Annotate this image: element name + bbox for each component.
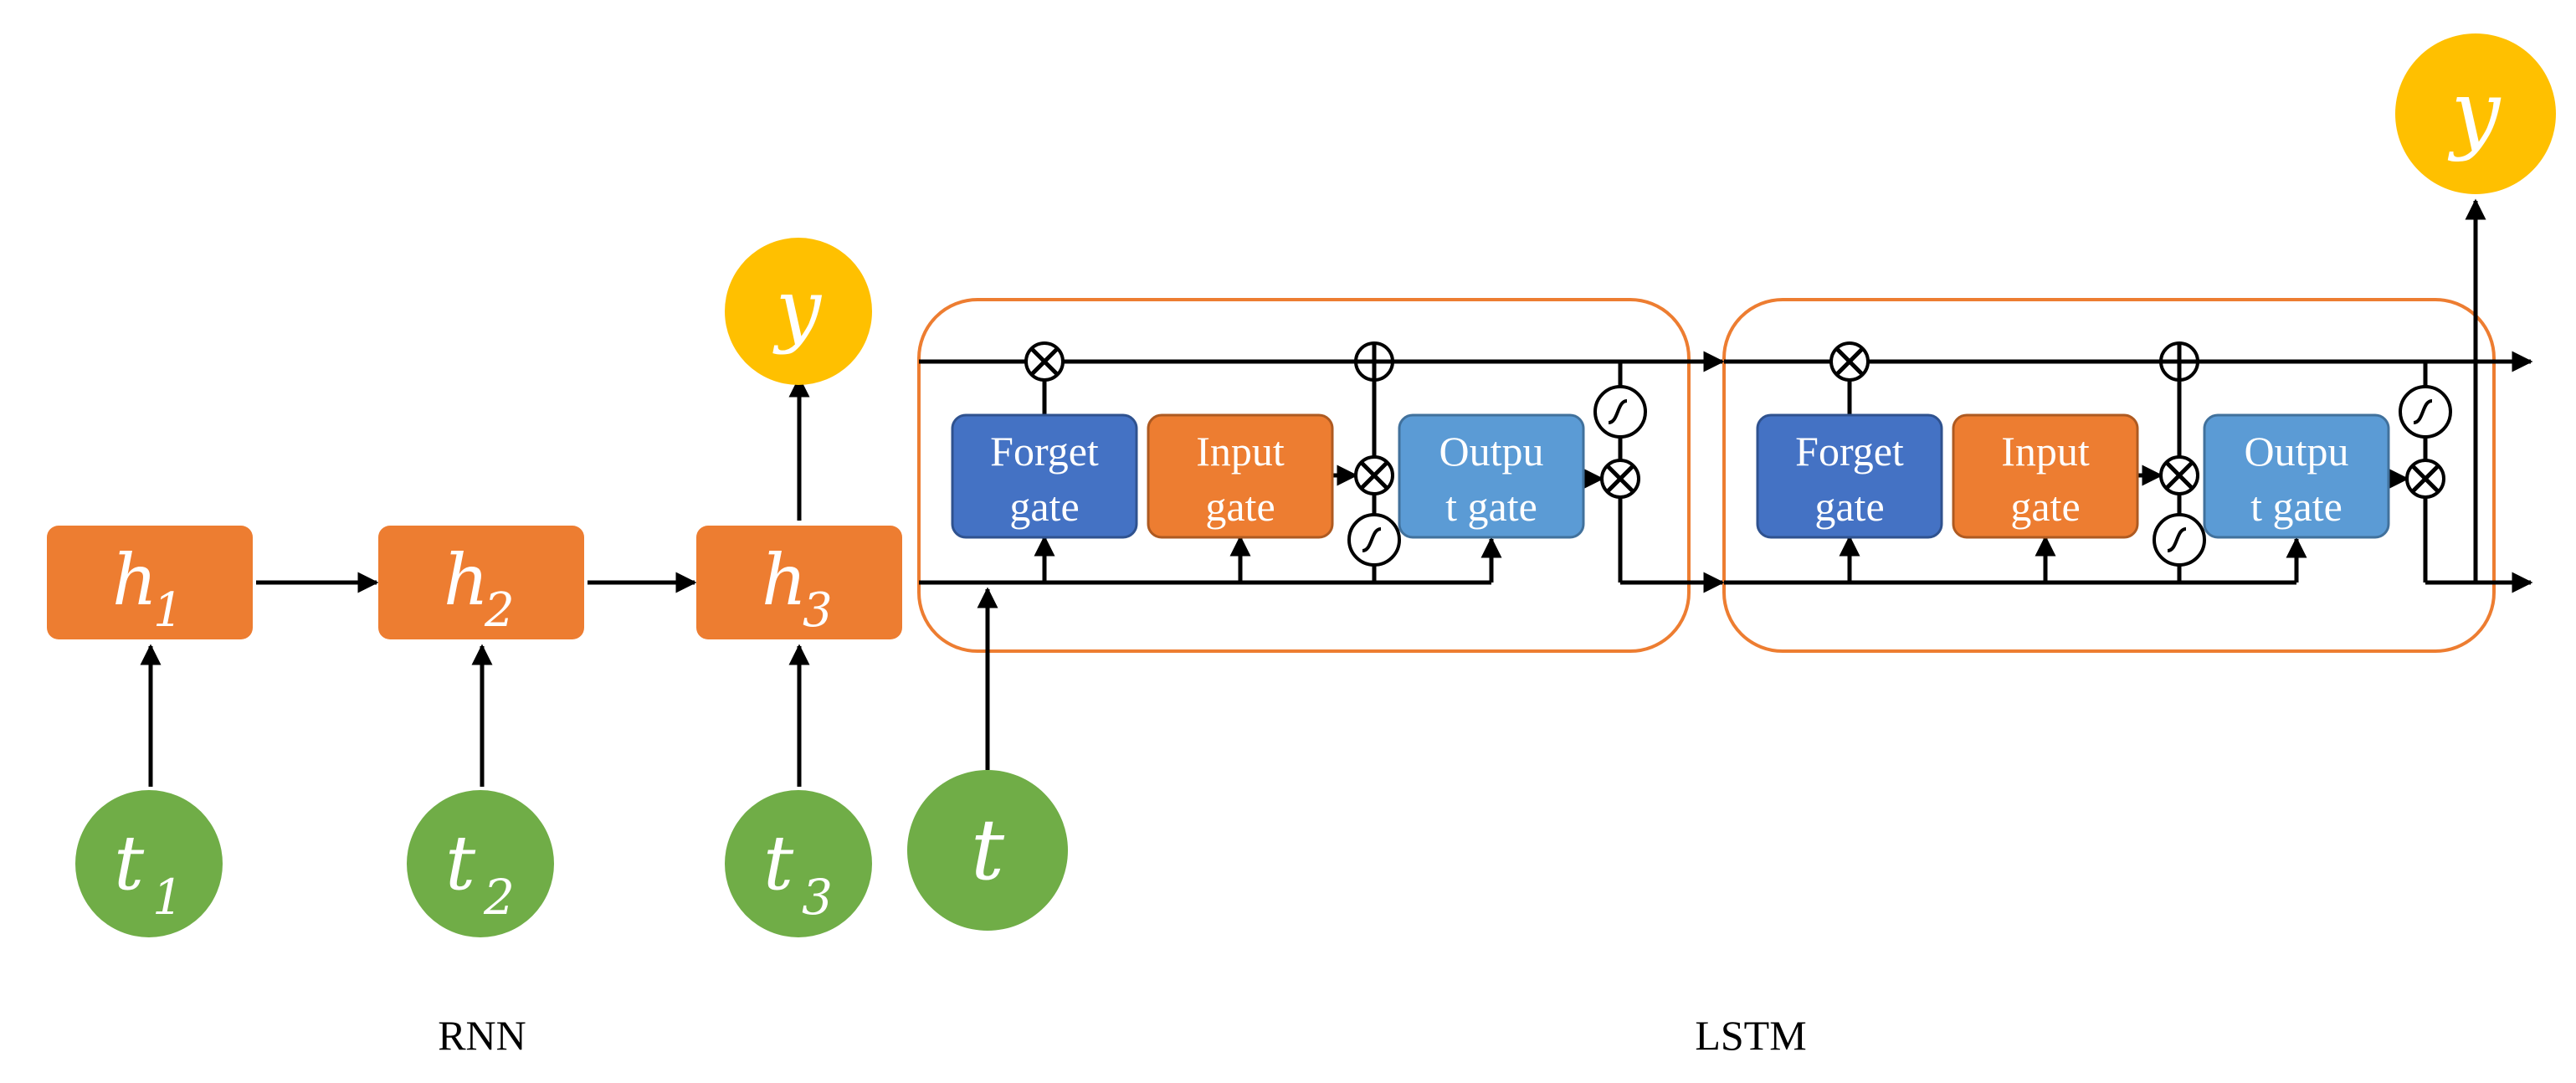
input-multiply-op [1354,455,1394,495]
forget-gate-label-line1: Forget [1795,428,1904,475]
forget-gate: Forget gate [1756,413,1943,539]
input-multiply-op [2159,455,2199,495]
input-gate-label-line2: gate [2010,483,2080,530]
forget-gate-label-line1: Forget [990,428,1099,475]
forget-multiply-op [1829,341,1870,382]
output-gate: Outpu t gate [1398,413,1585,539]
input-gate-label-line1: Input [2001,428,2090,475]
output-gate-label-line1: Outpu [1439,428,1544,475]
hidden-state-subscript: 3 [803,583,833,638]
rnn-section: h 1 h 2 h 3 t 1 t 2 t 3 [47,238,902,1059]
lstm-input-node-t: t [907,770,1068,931]
candidate-tanh-op [1347,513,1401,567]
lstm-cell-1-border [917,298,1691,653]
lstm-cell-2: Forget gate Input gate Outpu t gate [1756,341,2452,583]
forget-gate-label-line2: gate [1009,483,1079,530]
lstm-input-label: t [971,801,1005,899]
rnn-connections [140,376,810,787]
hidden-state-subscript: 1 [153,583,183,638]
output-label: y [772,262,823,356]
hidden-state-label: h [762,539,807,621]
output-multiply-op [1600,459,1640,499]
input-gate: Input gate [1147,413,1334,539]
hidden-state-h3: h 3 [696,526,902,639]
forget-gate-label-line2: gate [1814,483,1884,530]
input-node-t1: t 1 [75,790,223,937]
input-node-t3: t 3 [725,790,872,937]
input-gate: Input gate [1952,413,2139,539]
input-node-t2: t 2 [407,790,554,937]
output-gate-label-line2: t gate [2250,483,2343,530]
output-multiply-op [2405,459,2445,499]
lstm-cell-2-border [1722,298,2496,653]
output-gate: Outpu t gate [2203,413,2390,539]
output-gate-label-line1: Outpu [2245,428,2349,475]
forget-multiply-op [1024,341,1065,382]
rnn-caption: RNN [438,1012,526,1059]
cell-add-op [1354,341,1394,382]
input-label: t [114,819,145,907]
rnn-output-node-y: y [725,238,872,385]
output-tanh-op [1593,385,1647,439]
hidden-state-label: h [444,539,489,621]
lstm-section: t y [907,33,2556,1059]
input-subscript: 2 [483,869,515,926]
input-gate-label-line2: gate [1205,483,1275,530]
lstm-cell-1: Forget gate Input gate Outpu t gate [951,341,1647,583]
hidden-state-h1: h 1 [47,526,253,639]
hidden-state-subscript: 2 [484,583,515,638]
lstm-output-label: y [2448,61,2502,163]
input-gate-label-line1: Input [1196,428,1285,475]
lstm-output-node-y: y [2395,33,2556,194]
input-label: t [445,819,476,907]
forget-gate: Forget gate [951,413,1138,539]
output-tanh-op [2399,385,2452,439]
output-gate-label-line2: t gate [1445,483,1537,530]
lstm-caption: LSTM [1695,1012,1806,1059]
candidate-tanh-op [2153,513,2206,567]
cell-add-op [2159,341,2199,382]
hidden-state-label: h [112,539,157,621]
input-subscript: 1 [152,869,183,926]
hidden-state-h2: h 2 [378,526,584,639]
input-subscript: 3 [802,869,833,926]
input-label: t [763,819,794,907]
